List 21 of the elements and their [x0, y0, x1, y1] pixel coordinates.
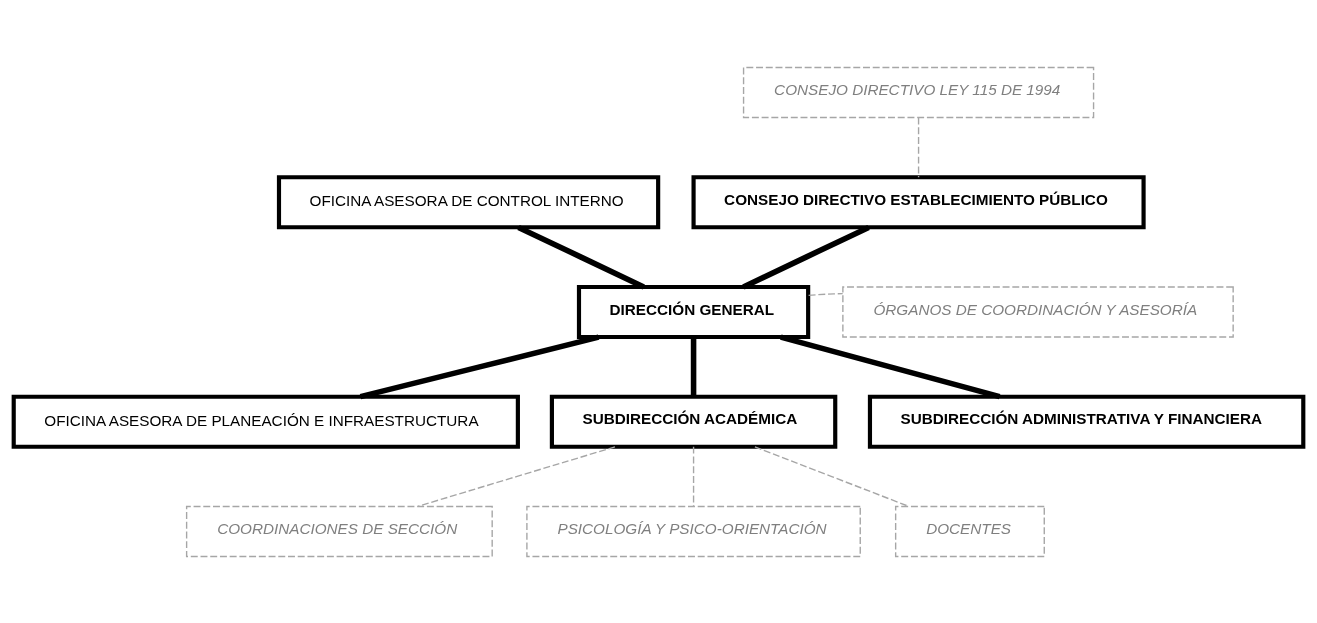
node-box: SUBDIRECCIÓN ACADÉMICA — [549, 394, 838, 449]
node-box: PSICOLOGÍA Y PSICO-ORIENTACIÓN — [526, 505, 861, 557]
connector — [807, 292, 844, 296]
node-box: COORDINACIONES DE SECCIÓN — [185, 505, 493, 557]
connector — [690, 336, 697, 397]
connector — [359, 333, 600, 399]
node-box: DIRECCIÓN GENERAL — [576, 284, 811, 339]
node-box: SUBDIRECCIÓN ADMINISTRATIVA Y FINANCIERA — [867, 394, 1306, 449]
node-box: CONSEJO DIRECTIVO LEY 115 DE 1994 — [742, 66, 1095, 118]
connector — [917, 116, 920, 178]
connector — [742, 224, 870, 289]
node-box: ÓRGANOS DE COORDINACIÓN Y ASESORÍA — [842, 285, 1234, 338]
connector — [780, 333, 1001, 399]
connector — [754, 445, 910, 507]
connector — [417, 445, 616, 507]
node-box: OFICINA ASESORA DE PLANEACIÓN E INFRAESTRUCTURA — [11, 394, 520, 449]
connector — [692, 445, 695, 507]
node-box: OFICINA ASESORA DE CONTROL INTERNO — [276, 174, 661, 229]
node-box: CONSEJO DIRECTIVO ESTABLECIMIENTO PÚBLICO — [691, 174, 1146, 229]
connector — [517, 224, 645, 289]
node-box: DOCENTES — [894, 505, 1045, 557]
